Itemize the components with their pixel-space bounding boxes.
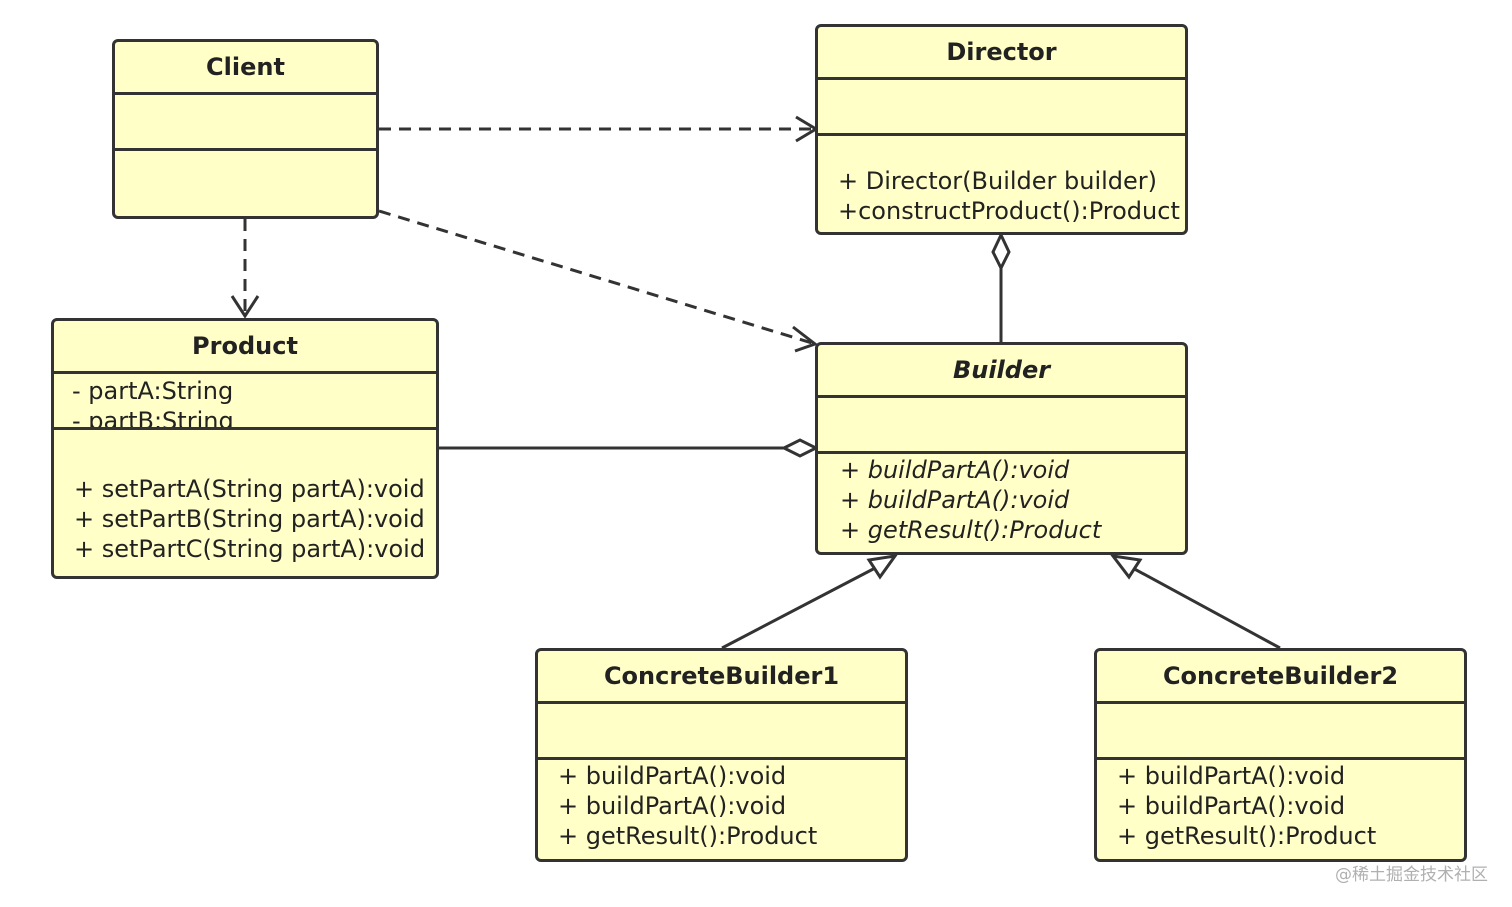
class-concrete-builder-1-operations: + buildPartA():void + buildPartA():void … (538, 760, 905, 859)
operation: + getResult():Product (558, 822, 818, 850)
generalization-cb2-builder (1128, 564, 1281, 650)
aggregation-diamond-director (991, 231, 1011, 272)
operation: +constructProduct():Product (838, 197, 1180, 225)
class-product: Product - partA:String - partB:String + … (51, 318, 439, 579)
watermark: @稀土掘金技术社区 (1335, 865, 1488, 885)
class-builder-operations: + buildPartA():void + buildPartA():void … (818, 454, 1185, 552)
class-director-name: Director (818, 27, 1185, 80)
dependency-arrowhead-product (230, 295, 260, 319)
operation: + buildPartA():void (840, 486, 1070, 514)
operation: + setPartC(String partA):void (74, 535, 426, 563)
class-director-operations: + Director(Builder builder) +constructPr… (818, 136, 1185, 232)
operation: + buildPartA():void (1117, 792, 1346, 820)
operation: + buildPartA():void (840, 456, 1070, 484)
generalization-cb1-builder (721, 564, 880, 650)
operation: + buildPartA():void (558, 792, 787, 820)
class-concrete-builder-2-name: ConcreteBuilder2 (1097, 651, 1464, 704)
class-concrete-builder-1-name: ConcreteBuilder1 (538, 651, 905, 704)
class-director-attributes (818, 80, 1185, 136)
class-product-name: Product (54, 321, 436, 374)
class-client-name: Client (115, 42, 376, 95)
class-product-attributes: - partA:String - partB:String (54, 374, 436, 430)
class-director: Director + Director(Builder builder) +co… (815, 24, 1188, 235)
operation: + buildPartA():void (1117, 762, 1346, 790)
class-product-operations: + setPartA(String partA):void + setPartB… (54, 430, 436, 576)
operation: + Director(Builder builder) (838, 167, 1158, 195)
class-builder-attributes (818, 398, 1185, 454)
class-concrete-builder-2: ConcreteBuilder2 + buildPartA():void + b… (1094, 648, 1467, 862)
class-builder: Builder + buildPartA():void + buildPartA… (815, 342, 1188, 555)
dependency-client-builder (378, 209, 813, 345)
aggregation-diamond-builder (780, 438, 820, 458)
class-concrete-builder-1-attributes (538, 704, 905, 760)
operation: + setPartB(String partA):void (74, 505, 425, 533)
class-builder-name: Builder (818, 345, 1185, 398)
generalization-triangle-cb1 (866, 553, 899, 580)
class-concrete-builder-2-attributes (1097, 704, 1464, 760)
operation: + getResult():Product (840, 516, 1102, 544)
class-client: Client (112, 39, 379, 219)
generalization-triangle-cb2 (1109, 553, 1143, 580)
class-concrete-builder-1: ConcreteBuilder1 + buildPartA():void + b… (535, 648, 908, 862)
attribute: - partB:String (72, 407, 234, 430)
class-concrete-builder-2-operations: + buildPartA():void + buildPartA():void … (1097, 760, 1464, 859)
class-client-operations (115, 151, 376, 216)
operation: + buildPartA():void (558, 762, 787, 790)
class-client-attributes (115, 95, 376, 151)
attribute: - partA:String (72, 377, 234, 405)
operation: + getResult():Product (1117, 822, 1377, 850)
operation: + setPartA(String partA):void (74, 475, 425, 503)
